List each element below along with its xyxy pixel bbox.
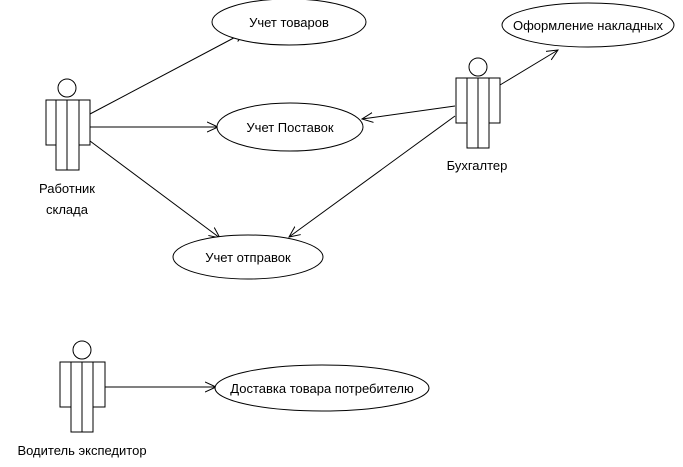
use-case-label: Учет отправок [205, 250, 291, 265]
actor-driver: Водитель экспедитор [17, 340, 147, 458]
use-case-delivery: Доставка товара потребителю [214, 364, 430, 412]
actor-leg-right [477, 77, 490, 149]
assoc-accountant-supplies [362, 105, 456, 119]
actor-leg-left [466, 77, 479, 149]
use-case-ellipse [214, 364, 430, 412]
actor-label: Бухгалтер [447, 158, 508, 173]
use-case-label: Оформление накладных [513, 18, 663, 33]
actor-head [468, 57, 488, 77]
associations [89, 32, 558, 387]
use-case-ellipse [216, 102, 364, 152]
actor-leg-right [81, 361, 94, 433]
actor-leg-right [66, 99, 80, 171]
assoc-accountant-shipments [289, 115, 456, 237]
assoc-accountant-invoices [499, 50, 558, 86]
use-case-label: Учет Поставок [246, 120, 333, 135]
use-case-ellipse [172, 234, 324, 280]
use-case-shipments: Учет отправок [172, 234, 324, 280]
assoc-worker-shipments [89, 140, 220, 238]
actor-accountant: Бухгалтер [447, 57, 508, 173]
use-case-supplies: Учет Поставок [216, 102, 364, 152]
use-case-label: Учет товаров [249, 15, 329, 30]
use-case-ellipse [501, 2, 675, 48]
actor-head [72, 340, 92, 360]
actor-leg-left [55, 99, 68, 171]
actor-leg-left [70, 361, 83, 433]
use-case-invoices: Оформление накладных [501, 2, 675, 48]
actor-label: Водитель экспедитор [17, 443, 146, 458]
use-case-label: Доставка товара потребителю [230, 381, 414, 396]
use-case-goods: Учет товаров [211, 0, 367, 46]
actor-warehouse-worker: Работник склада [39, 78, 95, 217]
actor-label: склада [46, 202, 89, 217]
use-case-ellipse [211, 0, 367, 46]
actor-label: Работник [39, 181, 95, 196]
actor-head [57, 78, 77, 98]
assoc-worker-goods [89, 32, 245, 115]
